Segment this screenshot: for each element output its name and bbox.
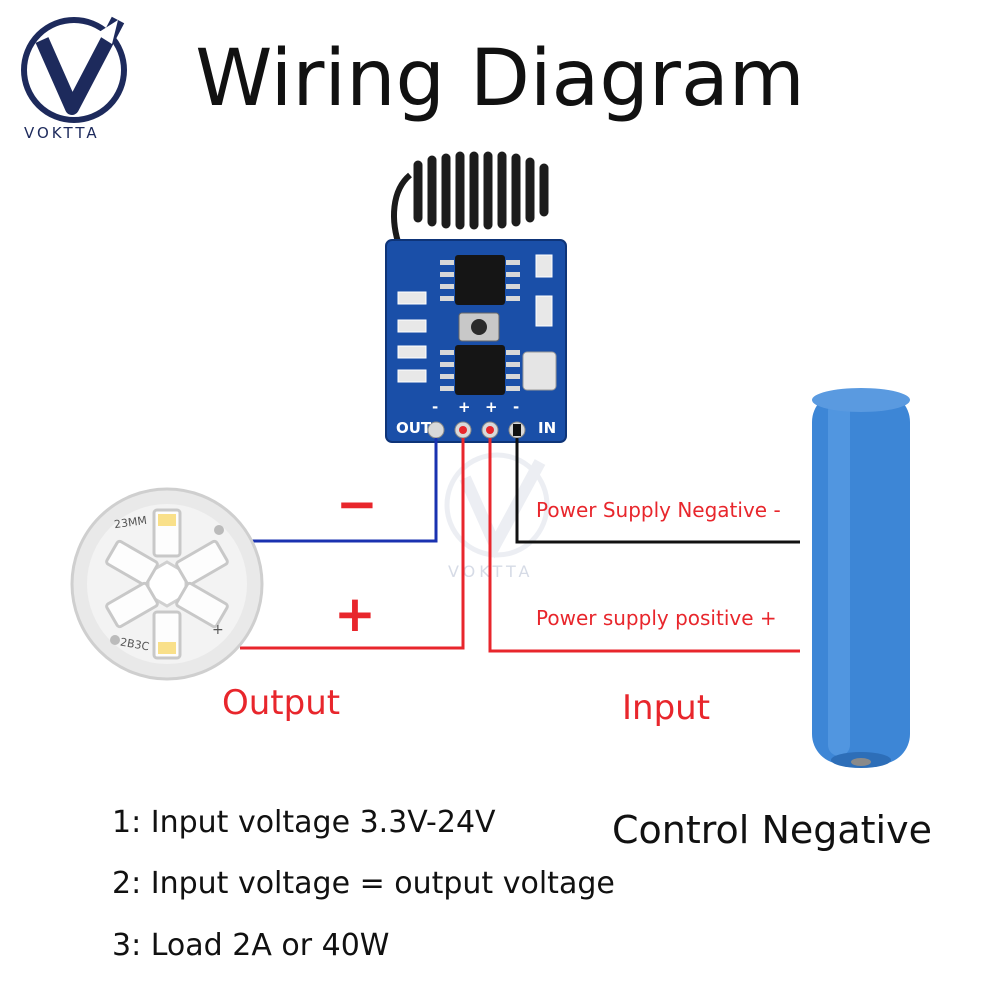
pin-label-in-positive: +: [485, 398, 498, 416]
wires: [240, 438, 800, 653]
control-negative-label: Control Negative: [612, 808, 932, 852]
page-title: Wiring Diagram: [195, 34, 805, 124]
supply-positive-label: Power supply positive +: [536, 606, 777, 630]
antenna-coil: [391, 151, 549, 250]
pin-label-out: OUT: [396, 419, 432, 437]
module-pins: [427, 421, 526, 439]
positive-symbol: +: [334, 585, 376, 643]
pin-label-in: IN: [538, 419, 557, 437]
output-label: Output: [222, 683, 341, 723]
output-positive-wire: [240, 438, 465, 650]
note-item: 3: Load 2A or 40W: [112, 928, 390, 963]
input-label: Input: [622, 688, 711, 728]
pin-label-in-negative: -: [513, 398, 520, 416]
logo-text: VOKTTA: [24, 124, 100, 142]
led-plus-mark: +: [212, 622, 224, 638]
output-negative-wire: [245, 438, 438, 543]
input-negative-wire: [515, 438, 800, 544]
receiver-module: [385, 239, 567, 443]
pin-label-out-positive: +: [458, 398, 471, 416]
battery: [812, 388, 910, 768]
note-item: 1: Input voltage 3.3V-24V: [112, 805, 496, 840]
note-item: 2: Input voltage = output voltage: [112, 866, 615, 901]
input-positive-wire: [488, 438, 800, 653]
supply-negative-label: Power Supply Negative -: [536, 498, 781, 522]
led-board: [70, 487, 264, 681]
pin-label-out-negative: -: [432, 398, 439, 416]
negative-symbol: −: [336, 475, 378, 533]
